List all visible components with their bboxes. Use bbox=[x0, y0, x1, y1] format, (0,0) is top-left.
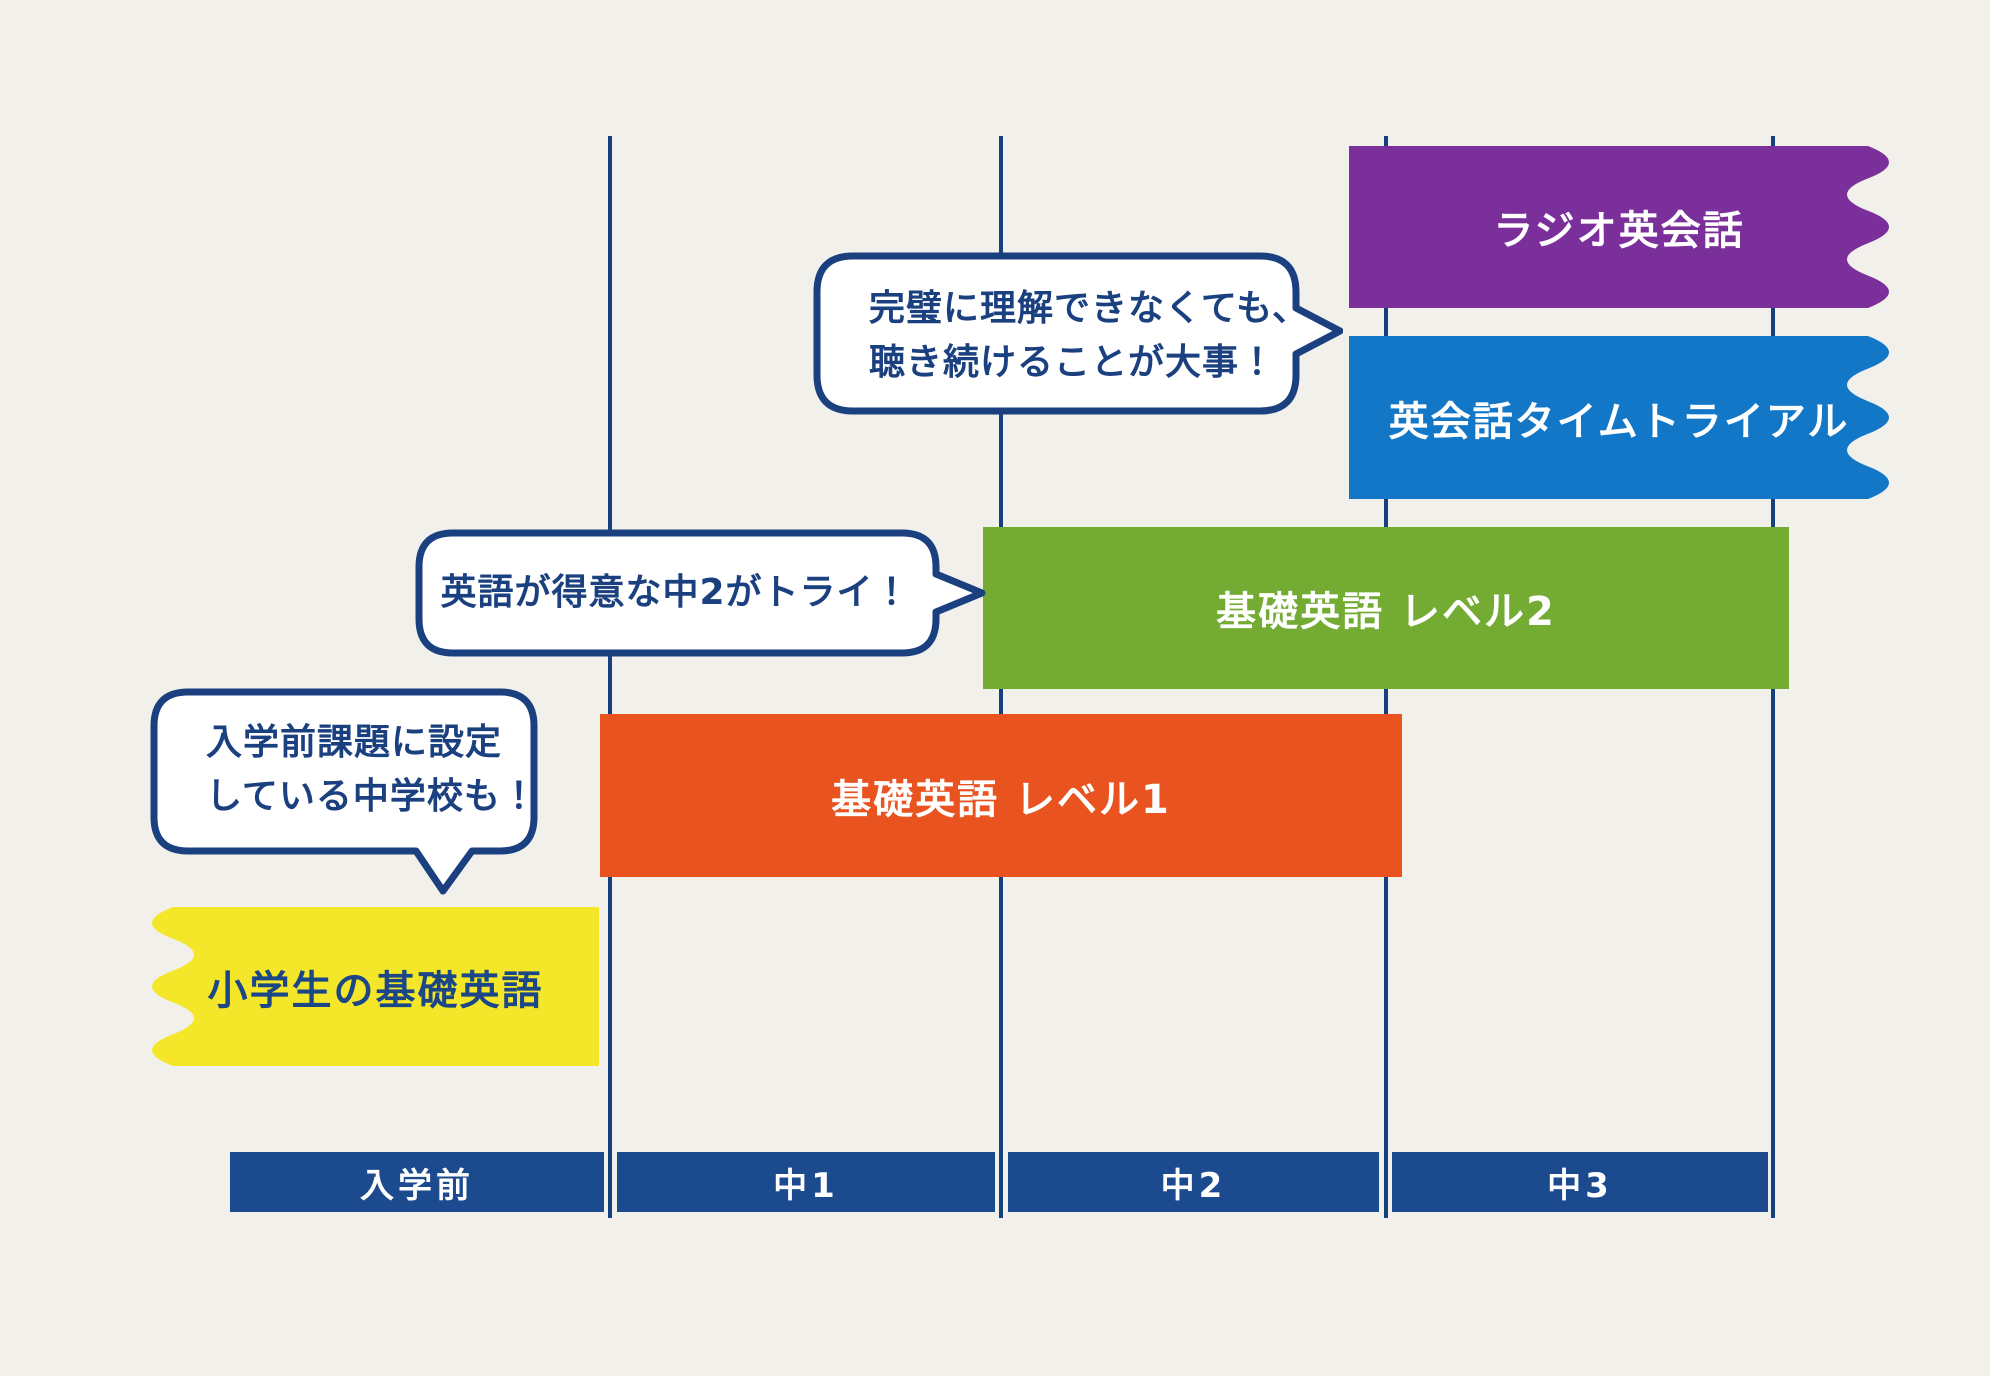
bar-label-shogakusei-kiso-eigo: 小学生の基礎英語 bbox=[207, 967, 544, 1014]
bar-label-eikaiwa-time-trial: 英会話タイムトライアル bbox=[1388, 398, 1850, 445]
bar-label-kiso-eigo-level1: 基礎英語 レベル1 bbox=[831, 776, 1171, 823]
bubble-text-nyugakumae-kadai: 入学前課題に設定 している中学校も！ bbox=[150, 688, 538, 895]
speech-bubble-outline bbox=[813, 252, 1343, 415]
bar-label-kiso-eigo-level2: 基礎英語 レベル2 bbox=[1216, 589, 1556, 635]
axis-label-chu1: 中1 bbox=[773, 1165, 839, 1206]
speech-bubble-keep-listening: 完璧に理解できなくても、 聴き続けることが大事！ bbox=[813, 252, 1343, 419]
bar-shogakusei-kiso-eigo: 小学生の基礎英語 bbox=[152, 907, 599, 1066]
bubble-line: している中学校も！ bbox=[206, 775, 538, 817]
bubble-line: 英語が得意な中2がトライ！ bbox=[440, 572, 911, 613]
axis-label-chu3: 中3 bbox=[1547, 1165, 1613, 1206]
speech-bubble-chu2-try: 英語が得意な中2がトライ！ bbox=[415, 529, 990, 657]
grid-line-nyugakumae-chu1 bbox=[608, 136, 612, 1218]
bar-kiso-eigo-level1: 基礎英語 レベル1 bbox=[600, 714, 1402, 877]
bubble-shape bbox=[415, 529, 986, 657]
axis-label-chu2: 中2 bbox=[1160, 1165, 1227, 1206]
ribbon-fill bbox=[1349, 336, 1889, 499]
axis-label-nyugakumae: 入学前 bbox=[360, 1165, 474, 1206]
bar-eikaiwa-time-trial: 英会話タイムトライアル bbox=[1349, 336, 1889, 499]
ribbon-fill bbox=[152, 907, 599, 1066]
speech-bubble-nyugakumae-kadai: 入学前課題に設定 している中学校も！ bbox=[150, 688, 538, 895]
bubble-line: 入学前課題に設定 bbox=[206, 721, 503, 763]
bar-label-radio-eikaiwa: ラジオ英会話 bbox=[1493, 208, 1745, 254]
axis-segment-chu3: 中3 bbox=[1392, 1152, 1768, 1212]
bubble-line: 聴き続けることが大事！ bbox=[869, 341, 1277, 383]
axis-segment-nyugakumae: 入学前 bbox=[230, 1152, 604, 1212]
speech-bubble-outline bbox=[150, 688, 538, 895]
bar-radio-eikaiwa: ラジオ英会話 bbox=[1349, 146, 1889, 308]
bubble-line: 完璧に理解できなくても、 bbox=[869, 287, 1310, 329]
wavy-ribbon-shape bbox=[1349, 146, 1889, 308]
bubble-text-chu2-try: 英語が得意な中2がトライ！ bbox=[415, 529, 990, 657]
wavy-ribbon-shape bbox=[152, 907, 599, 1066]
ribbon-fill bbox=[1349, 146, 1889, 308]
speech-bubble-outline bbox=[415, 529, 986, 657]
axis-segment-chu2: 中2 bbox=[1008, 1152, 1379, 1212]
wavy-ribbon-shape bbox=[1349, 336, 1889, 499]
bubble-shape bbox=[150, 688, 538, 895]
bubble-shape bbox=[813, 252, 1343, 415]
bubble-text-keep-listening: 完璧に理解できなくても、 聴き続けることが大事！ bbox=[813, 252, 1343, 419]
axis-segment-chu1: 中1 bbox=[617, 1152, 995, 1212]
bar-kiso-eigo-level2: 基礎英語 レベル2 bbox=[983, 527, 1789, 689]
